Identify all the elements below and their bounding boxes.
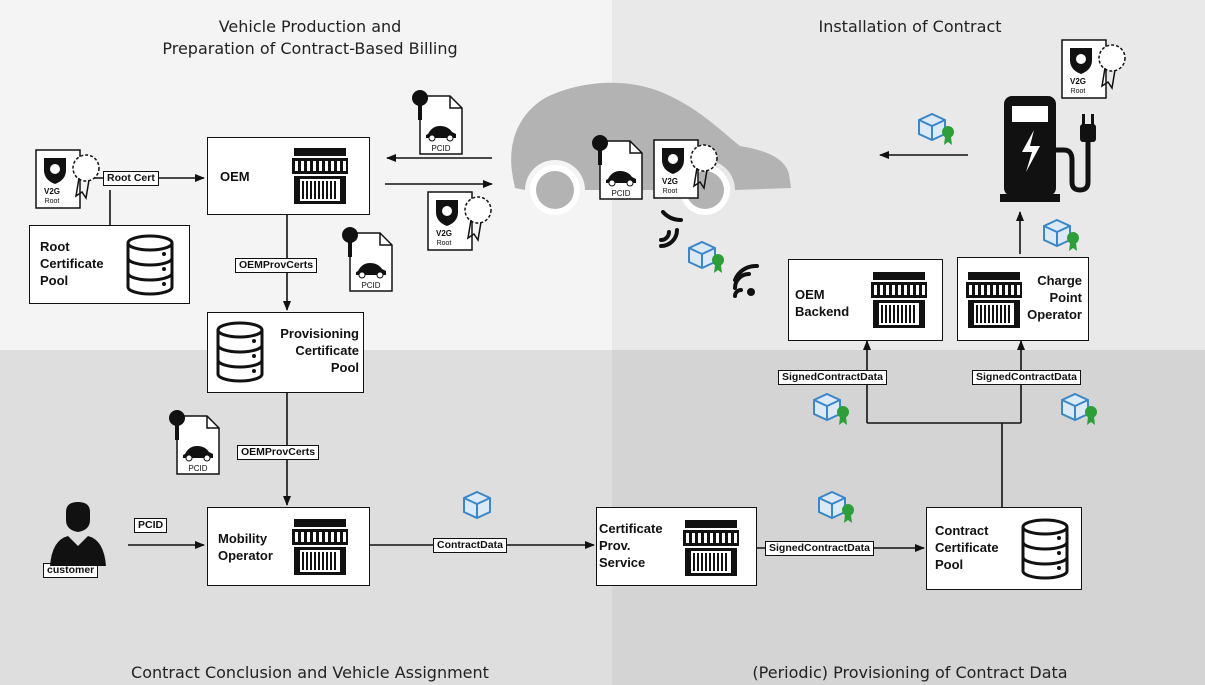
label-line: OEM: [795, 287, 825, 302]
v2g-root-certificate-icon: V2G Root: [653, 139, 718, 199]
contract-package-icon: [818, 490, 854, 523]
server-icon: [966, 272, 1022, 328]
contract-pool-label: Contract Certificate Pool: [935, 522, 999, 573]
label-line: Pool: [330, 360, 359, 375]
v2g-text: V2G: [1070, 77, 1086, 86]
edge-label-root-cert: Root Cert: [103, 171, 159, 186]
database-icon: [1021, 518, 1069, 580]
contract-package-icon: [1061, 392, 1097, 425]
label-line: Service: [599, 555, 646, 570]
contract-package-icon: [813, 392, 849, 425]
pcid-document-icon: PCID: [412, 90, 463, 155]
v2g-root-certificate-icon: V2G Root: [1061, 39, 1126, 99]
pcid-text: PCID: [611, 189, 630, 198]
oem-backend-node: OEM Backend: [788, 259, 943, 341]
label-line: Pool: [40, 273, 69, 288]
cps-label: Certificate Prov. Service: [599, 520, 663, 571]
pcid-document-icon: PCID: [592, 135, 643, 200]
pcid-document-icon: PCID: [169, 410, 220, 475]
wireless-signal-icon: [659, 210, 683, 248]
database-icon: [216, 321, 264, 383]
edge-label-signed-contract-data: SignedContractData: [972, 370, 1081, 385]
contract-certificate-pool-node: Contract Certificate Pool: [926, 507, 1082, 590]
v2g-root-certificate-icon: V2G Root: [35, 149, 100, 209]
quadrant-title-bottom-left: Contract Conclusion and Vehicle Assignme…: [131, 663, 489, 682]
prov-pool-label: Provisioning Certificate Pool: [280, 325, 359, 376]
label-line: Backend: [795, 304, 850, 319]
edge-label-pcid: PCID: [134, 518, 168, 533]
customer-label: customer: [43, 563, 99, 578]
provisioning-certificate-pool-node: Provisioning Certificate Pool: [207, 312, 364, 393]
pcid-document-icon: PCID: [342, 227, 393, 292]
charge-point-operator-node: Charge Point Operator: [957, 257, 1089, 341]
edge-label-oem-prov-certs: OEMProvCerts: [235, 258, 318, 273]
label-line: Point: [1049, 290, 1083, 305]
label-line: Certificate: [295, 343, 359, 358]
pcid-text: PCID: [431, 144, 450, 153]
label-line: Provisioning: [280, 326, 359, 341]
pcid-text: PCID: [361, 281, 380, 290]
v2g-root-text: Root: [437, 240, 452, 247]
pcid-text: PCID: [188, 464, 207, 473]
contract-package-icon: [1043, 218, 1079, 251]
database-icon: [126, 234, 174, 296]
root-certificate-pool-node: Root Certificate Pool: [29, 225, 190, 304]
label-line: Prov.: [599, 538, 631, 553]
contract-package-icon: [688, 240, 724, 273]
title-line: Vehicle Production and: [218, 17, 402, 36]
certificate-prov-service-node: Certificate Prov. Service: [596, 507, 757, 586]
label-line: Certificate: [40, 256, 104, 271]
cpo-label: Charge Point Operator: [1027, 272, 1082, 323]
server-icon: [683, 520, 739, 576]
wireless-signal-icon: [733, 263, 759, 298]
v2g-root-text: Root: [1071, 88, 1086, 95]
quadrant-title-top-right: Installation of Contract: [818, 17, 1002, 36]
label-line: Operator: [218, 548, 273, 563]
label-line: Pool: [935, 557, 964, 572]
contract-package-icon: [918, 112, 954, 145]
edge-label-contract-data: ContractData: [433, 538, 507, 553]
label-line: Certificate: [935, 540, 999, 555]
edge-label-signed-contract-data: SignedContractData: [765, 541, 874, 556]
v2g-root-text: Root: [663, 188, 678, 195]
server-icon: [292, 519, 348, 575]
v2g-text: V2G: [662, 177, 678, 186]
v2g-root-text: Root: [45, 198, 60, 205]
quadrant-title-top-left: Vehicle Production and Preparation of Co…: [110, 16, 510, 60]
v2g-text: V2G: [436, 229, 452, 238]
quadrant-title-bottom-right: (Periodic) Provisioning of Contract Data: [752, 663, 1068, 682]
mobility-label: Mobility Operator: [218, 530, 273, 564]
charging-station-icon: [1000, 96, 1096, 202]
contract-package-icon: [463, 490, 491, 520]
customer-person-icon: [50, 502, 106, 566]
label-line: Root: [40, 239, 70, 254]
title-line: Preparation of Contract-Based Billing: [162, 39, 458, 58]
edge-label-signed-contract-data: SignedContractData: [778, 370, 887, 385]
edge-label-oem-prov-certs: OEMProvCerts: [237, 445, 320, 460]
oem-label: OEM: [220, 169, 250, 184]
oem-backend-label: OEM Backend: [795, 286, 849, 320]
v2g-text: V2G: [44, 187, 60, 196]
server-icon: [292, 148, 348, 204]
label-line: Charge: [1037, 273, 1082, 288]
v2g-root-certificate-icon: V2G Root: [427, 191, 492, 251]
label-line: Mobility: [218, 531, 268, 546]
label-line: Contract: [935, 523, 989, 538]
label-line: Operator: [1027, 307, 1082, 322]
label-line: Certificate: [599, 521, 663, 536]
server-icon: [871, 272, 927, 328]
root-pool-label: Root Certificate Pool: [40, 238, 104, 289]
oem-node: OEM: [207, 137, 370, 215]
mobility-operator-node: Mobility Operator: [207, 507, 370, 586]
